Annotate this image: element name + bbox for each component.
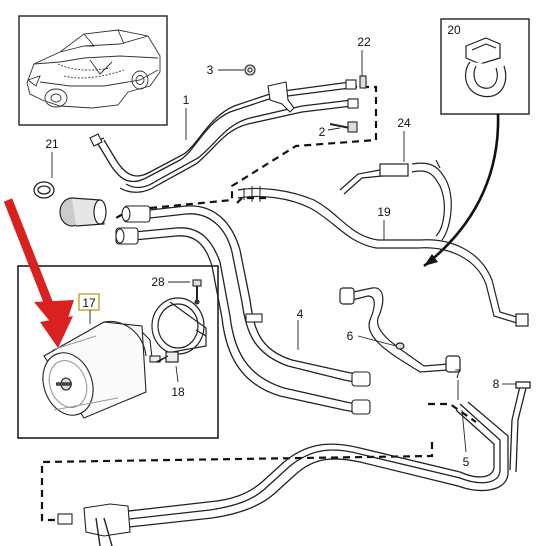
bolt-2 bbox=[329, 121, 358, 133]
callout-5: 5 bbox=[463, 455, 470, 469]
callout-3: 3 bbox=[207, 63, 214, 77]
line-bracket bbox=[267, 81, 295, 113]
leader-lines bbox=[51, 50, 516, 453]
callout-19: 19 bbox=[377, 205, 391, 219]
callout-18: 18 bbox=[171, 385, 185, 399]
car-illustration bbox=[26, 29, 161, 109]
hose-24 bbox=[339, 159, 452, 241]
callout-4: 4 bbox=[297, 307, 304, 321]
fuel-line-4 bbox=[133, 205, 367, 415]
part-17-highlight-box bbox=[78, 293, 100, 311]
clip-pointer-line bbox=[423, 113, 500, 268]
hose-19 bbox=[237, 186, 529, 327]
clip-part-20 bbox=[464, 37, 507, 98]
fuel-line-8 bbox=[509, 381, 531, 473]
coupling bbox=[59, 197, 107, 227]
filter-bracket-18 bbox=[151, 297, 207, 363]
o-ring-21 bbox=[33, 181, 55, 199]
clip-pointer-arrowhead bbox=[424, 254, 438, 266]
callout-8: 8 bbox=[493, 377, 500, 391]
callout-1: 1 bbox=[183, 93, 190, 107]
line-end-fittings bbox=[89, 79, 359, 147]
callout-24: 24 bbox=[397, 116, 411, 130]
bottom-bracket bbox=[57, 503, 131, 546]
fuel-line-1 bbox=[93, 81, 353, 193]
highlight-arrow bbox=[3, 198, 74, 348]
filter-detail-box bbox=[17, 265, 219, 439]
bolt-28 bbox=[192, 279, 202, 305]
callout-21: 21 bbox=[45, 137, 59, 151]
callout-2: 2 bbox=[319, 125, 326, 139]
fuel-filter-17 bbox=[42, 320, 161, 419]
part-22 bbox=[359, 75, 367, 89]
callout-22: 22 bbox=[357, 35, 371, 49]
fuel-line-5 bbox=[119, 401, 509, 529]
callout-20: 20 bbox=[447, 23, 461, 37]
callout-6: 6 bbox=[347, 329, 354, 343]
nut-3 bbox=[244, 64, 256, 76]
callout-17: 17 bbox=[82, 296, 96, 310]
vehicle-location-inset bbox=[18, 15, 168, 126]
callout-28: 28 bbox=[151, 275, 165, 289]
callout-7: 7 bbox=[455, 367, 462, 381]
callout-labels: 1 2 3 4 5 6 7 8 17 18 19 20 21 22 24 28 bbox=[45, 23, 499, 469]
hose-6 bbox=[339, 287, 461, 373]
line-4-connectors bbox=[115, 205, 371, 415]
clip-detail-inset bbox=[440, 18, 530, 115]
